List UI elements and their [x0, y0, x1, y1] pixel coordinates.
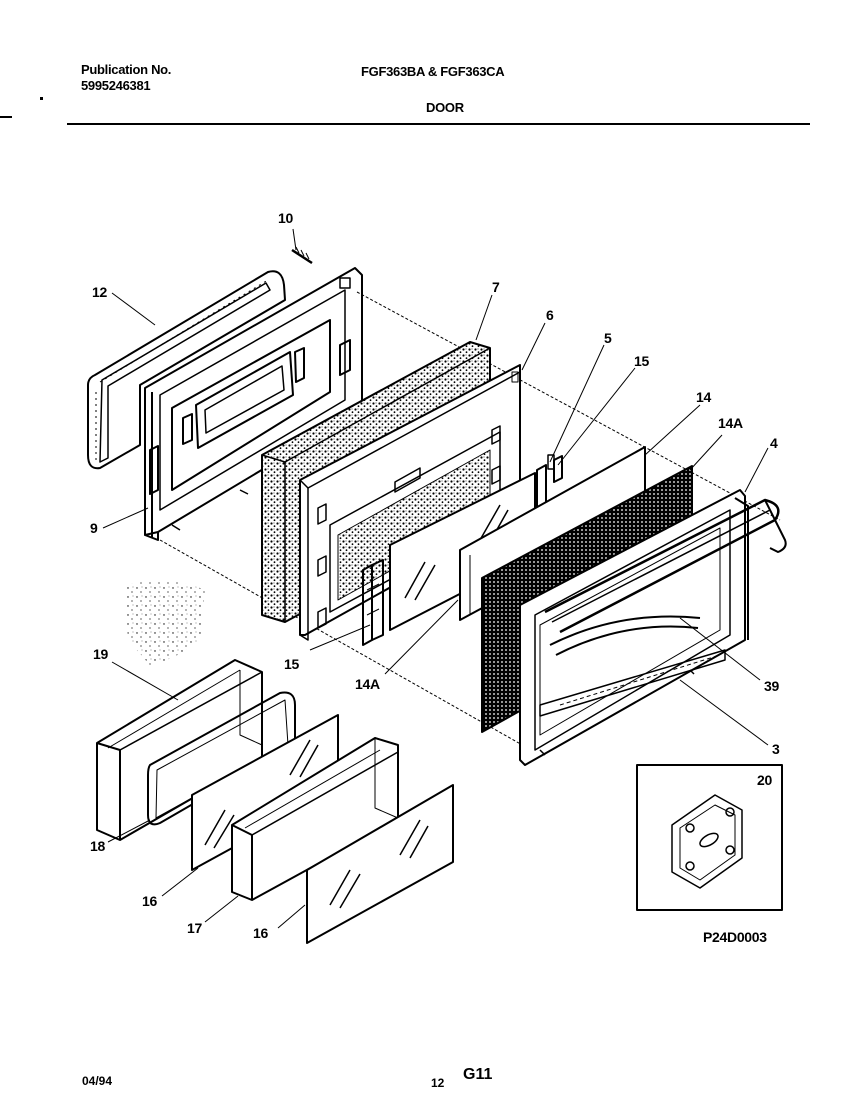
footer-page-number: 12 [431, 1076, 445, 1090]
callout-3: 3 [772, 741, 780, 757]
scan-noise [125, 581, 205, 665]
callout-19: 19 [93, 646, 108, 662]
header-divider [67, 123, 810, 125]
callout-14a-upper: 14A [718, 415, 743, 431]
callout-18: 18 [90, 838, 105, 854]
part-4-outer-door-panel [519, 489, 749, 766]
callout-6: 6 [546, 307, 554, 323]
callout-16-upper: 16 [142, 893, 157, 909]
section-title: DOOR [426, 100, 464, 115]
scan-edge-mark [0, 116, 12, 118]
footer-date: 04/94 [82, 1074, 113, 1088]
part-15-hinge-right [553, 455, 563, 483]
part-39-door-handle [544, 498, 787, 634]
part-17-window-frame-inner [231, 737, 399, 901]
leader-lines [102, 228, 769, 929]
part-20-inset-box [636, 764, 783, 911]
diagram-code: P24D0003 [703, 929, 767, 945]
callout-15-upper: 15 [634, 353, 649, 369]
publication-number: 5995246381 [81, 78, 151, 93]
part-3-trim-strip [539, 649, 726, 717]
callout-4: 4 [770, 435, 778, 451]
callout-15-lower: 15 [284, 656, 299, 672]
footer-section-code: G11 [463, 1066, 493, 1083]
callout-7: 7 [492, 279, 500, 295]
publication-label: Publication No. [81, 62, 172, 77]
callout-12: 12 [92, 284, 107, 300]
model-numbers: FGF363BA & FGF363CA [361, 64, 505, 79]
callout-17: 17 [187, 920, 202, 936]
part-12-door-gasket [87, 270, 286, 470]
scan-speck [40, 97, 43, 100]
part-16-window-glass-lower [306, 784, 454, 944]
callout-5: 5 [604, 330, 612, 346]
part-10-screw [291, 246, 313, 265]
callout-10: 10 [278, 210, 293, 226]
callout-14: 14 [696, 389, 711, 405]
callout-14a-lower: 14A [355, 676, 380, 692]
part-15-hinge-left [362, 559, 384, 646]
callout-39: 39 [764, 678, 779, 694]
callout-9: 9 [90, 520, 98, 536]
callout-16-lower: 16 [253, 925, 268, 941]
callout-20: 20 [757, 772, 772, 788]
